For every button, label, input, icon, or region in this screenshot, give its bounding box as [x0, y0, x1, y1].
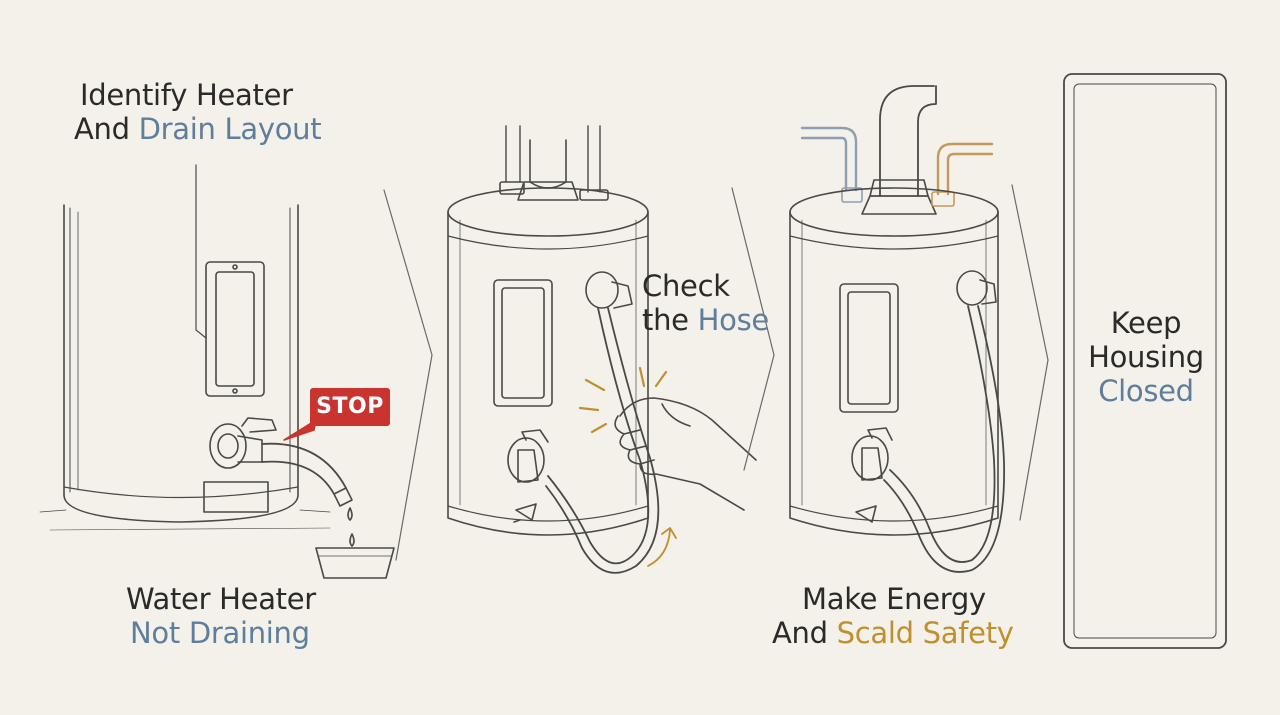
panel-safety-label: Make Energy And Scald Safety	[772, 582, 1014, 650]
arrow-icon	[383, 189, 433, 561]
the-hose-text: the Hose	[642, 303, 769, 337]
water-heater-icon	[39, 164, 331, 531]
panel-check-hose-label: Check the Hose	[642, 269, 769, 337]
arrow-icon	[1011, 184, 1049, 521]
hose-icon	[883, 305, 1005, 573]
panel-keep-closed-label: Keep Housing Closed	[1088, 306, 1204, 408]
water-heater-icon	[447, 125, 649, 536]
hose-icon	[261, 442, 353, 507]
water-drip-icon	[347, 507, 355, 547]
water-heater-icon	[789, 85, 999, 536]
drain-layout-text: And Drain Layout	[74, 112, 322, 146]
access-panel-icon	[205, 261, 265, 397]
bucket-icon	[315, 547, 395, 579]
gloved-hand-icon	[614, 397, 757, 511]
panel-not-draining-label: Water Heater Not Draining	[126, 582, 316, 650]
arrow-icon	[731, 187, 775, 471]
closed-housing-icon	[1063, 73, 1227, 649]
hose-icon	[545, 271, 660, 574]
stop-sign-icon: STOP	[310, 388, 390, 426]
motion-lines	[578, 366, 677, 567]
panel-identify-label: Identify Heater And Drain Layout	[74, 78, 322, 146]
scald-safety-text: And Scald Safety	[772, 616, 1014, 650]
drain-valve-icon	[203, 417, 277, 513]
